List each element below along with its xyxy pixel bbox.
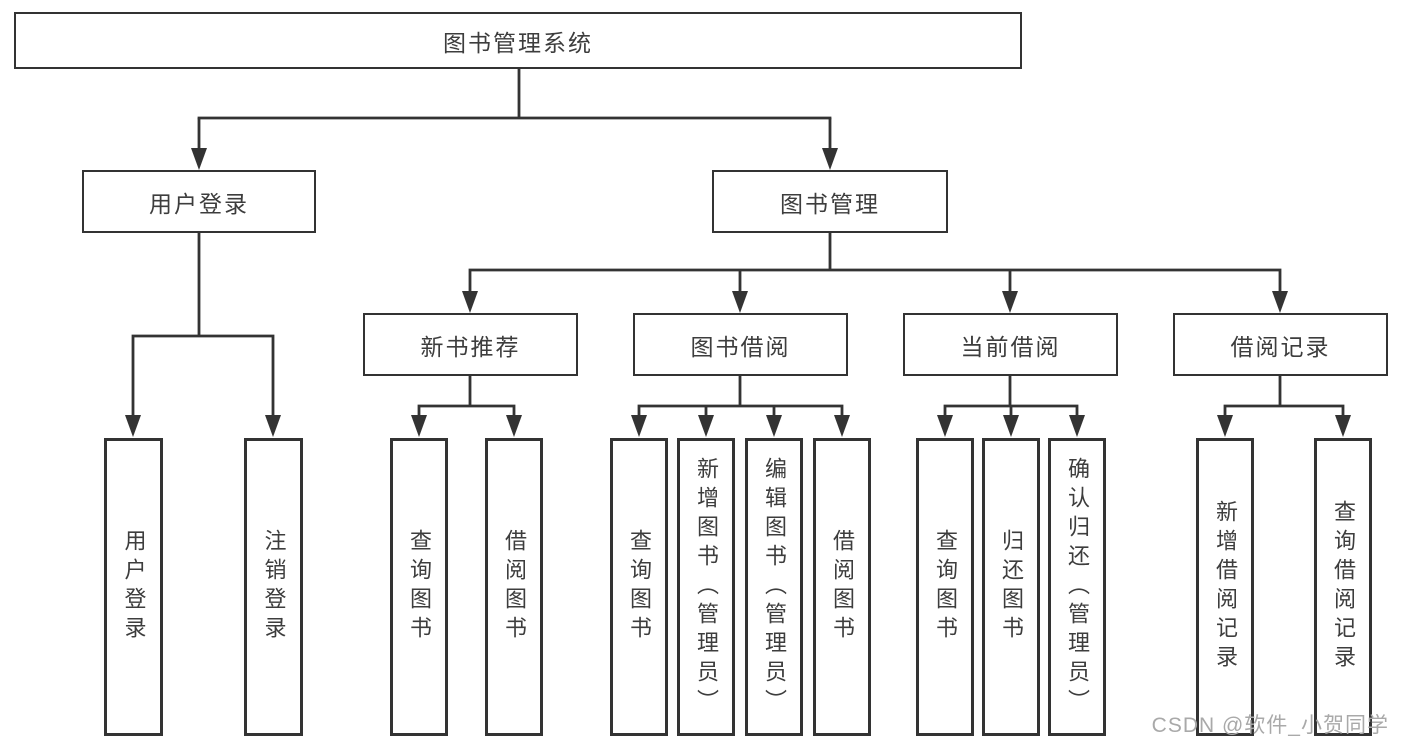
leaf-label: 归还图书	[999, 529, 1024, 645]
node-label: 新书推荐	[420, 333, 521, 360]
leaf-label: 查询图书	[933, 529, 958, 645]
leaf-label: 用户登录	[121, 529, 147, 645]
node-label: 借阅记录	[1230, 333, 1331, 360]
leaf-label: 注销登录	[261, 529, 287, 645]
leaf-query-borrow-record: 查询借阅记录	[1314, 438, 1372, 736]
leaf-label: 查询图书	[627, 529, 652, 645]
leaf-label: 查询借阅记录	[1331, 500, 1356, 674]
leaf-label: 借阅图书	[830, 529, 855, 645]
connector-shafts	[131, 69, 1345, 417]
leaf-label: 查询图书	[407, 529, 432, 645]
leaf-edit-books-admin: 编辑图书（管理员）	[745, 438, 803, 736]
node-label: 当前借阅	[960, 333, 1061, 360]
node-label: 用户登录	[149, 190, 249, 217]
node-user-login: 用户登录	[82, 170, 316, 233]
node-current-borrowing: 当前借阅	[903, 313, 1118, 376]
node-label: 图书管理	[780, 190, 880, 217]
leaf-add-borrow-record: 新增借阅记录	[1196, 438, 1254, 736]
leaf-label: 确认归还（管理员）	[1065, 456, 1090, 718]
leaf-label: 编辑图书（管理员）	[762, 456, 787, 718]
node-book-borrowing: 图书借阅	[633, 313, 848, 376]
leaf-label: 借阅图书	[502, 529, 527, 645]
node-borrow-records: 借阅记录	[1173, 313, 1388, 376]
leaf-add-books-admin: 新增图书（管理员）	[677, 438, 735, 736]
leaf-borrow-books-recommend: 借阅图书	[485, 438, 543, 736]
leaf-query-books-borrowing: 查询图书	[610, 438, 668, 736]
leaf-label: 新增借阅记录	[1213, 500, 1238, 674]
node-book-management: 图书管理	[712, 170, 948, 233]
leaf-label: 新增图书（管理员）	[694, 456, 719, 718]
leaf-confirm-return-admin: 确认归还（管理员）	[1048, 438, 1106, 736]
leaf-borrow-books-borrowing: 借阅图书	[813, 438, 871, 736]
leaf-logout-login: 注销登录	[244, 438, 303, 736]
leaf-query-books-recommend: 查询图书	[390, 438, 448, 736]
leaf-query-books-current: 查询图书	[916, 438, 974, 736]
connector-arrowheads	[125, 148, 1351, 437]
node-library-management-system: 图书管理系统	[14, 12, 1022, 69]
watermark: CSDN @软件_小贺同学	[1151, 714, 1389, 737]
node-label: 图书借阅	[690, 333, 791, 360]
leaf-user-login: 用户登录	[104, 438, 163, 736]
node-new-book-recommend: 新书推荐	[363, 313, 578, 376]
leaf-return-books: 归还图书	[982, 438, 1040, 736]
node-label: 图书管理系统	[443, 29, 593, 56]
